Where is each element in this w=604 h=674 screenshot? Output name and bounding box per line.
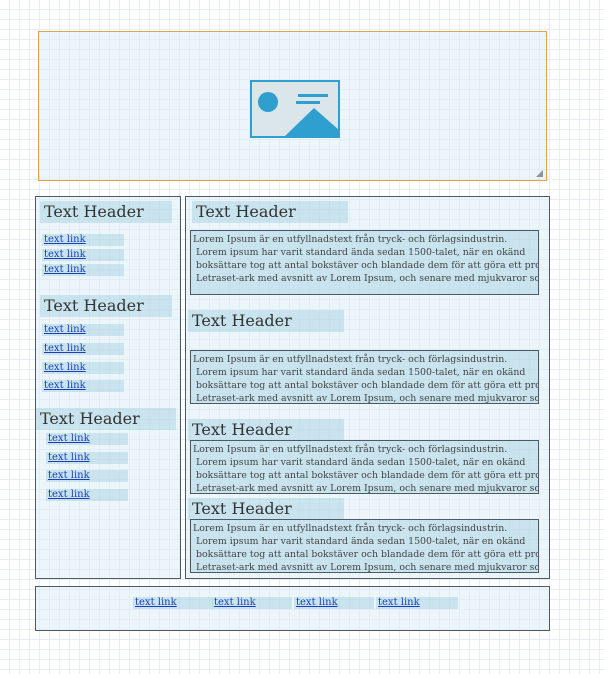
- sidebar-link[interactable]: text link: [42, 324, 124, 336]
- text-line: Letraset-ark med avsnitt av Lorem Ipsum,…: [196, 562, 538, 573]
- text-line: Letraset-ark med avsnitt av Lorem Ipsum,…: [196, 273, 538, 284]
- sidebar-link[interactable]: text link: [42, 362, 124, 374]
- text-line: Letraset-ark med avsnitt av Lorem Ipsum,…: [196, 483, 538, 494]
- text-line: Lorem ipsum har varit standard ända seda…: [196, 367, 526, 378]
- text-block: Lorem Ipsum är en utfyllnadstext från tr…: [190, 440, 539, 494]
- text-line: Lorem ipsum har varit standard ända seda…: [196, 247, 526, 258]
- main-content: Text Header Lorem Ipsum är en utfyllnads…: [185, 196, 550, 579]
- sidebar-link[interactable]: text link: [42, 264, 124, 276]
- image-placeholder-icon: [250, 80, 340, 138]
- text-block: Lorem Ipsum är en utfyllnadstext från tr…: [190, 230, 539, 295]
- text-line: boksättare tog att antal bokstäver och b…: [196, 260, 538, 271]
- footer-link[interactable]: text link: [133, 597, 213, 609]
- sidebar-link[interactable]: text link: [46, 433, 128, 445]
- section-header: Text Header: [188, 310, 344, 332]
- text-line: boksättare tog att antal bokstäver och b…: [196, 549, 538, 560]
- sidebar-link[interactable]: text link: [46, 470, 128, 482]
- sidebar: Text Header text link text link text lin…: [35, 196, 181, 579]
- section-header: Text Header: [188, 419, 344, 441]
- sidebar-link[interactable]: text link: [46, 489, 128, 501]
- sidebar-header: Text Header: [36, 408, 176, 430]
- text-line: boksättare tog att antal bokstäver och b…: [196, 380, 538, 391]
- text-line: Lorem Ipsum är en utfyllnadstext från tr…: [193, 444, 508, 455]
- resize-handle-icon[interactable]: [536, 170, 543, 177]
- text-line: Lorem Ipsum är en utfyllnadstext från tr…: [193, 234, 508, 245]
- sidebar-link[interactable]: text link: [42, 234, 124, 246]
- sidebar-link[interactable]: text link: [42, 249, 124, 261]
- text-block: Lorem Ipsum är en utfyllnadstext från tr…: [190, 350, 539, 404]
- footer-link[interactable]: text link: [212, 597, 292, 609]
- sidebar-link[interactable]: text link: [46, 452, 128, 464]
- section-header: Text Header: [188, 498, 344, 520]
- sidebar-header: Text Header: [40, 201, 172, 223]
- sidebar-link[interactable]: text link: [42, 343, 124, 355]
- text-block: Lorem Ipsum är en utfyllnadstext från tr…: [190, 519, 539, 573]
- text-line: Lorem Ipsum är en utfyllnadstext från tr…: [193, 354, 508, 365]
- text-line: Lorem Ipsum är en utfyllnadstext från tr…: [193, 523, 508, 534]
- text-line: Lorem ipsum har varit standard ända seda…: [196, 457, 526, 468]
- text-line: Letraset-ark med avsnitt av Lorem Ipsum,…: [196, 393, 538, 404]
- section-header: Text Header: [192, 201, 348, 223]
- text-line: boksättare tog att antal bokstäver och b…: [196, 470, 538, 481]
- sidebar-link[interactable]: text link: [42, 380, 124, 392]
- hero-image-placeholder: [38, 31, 547, 181]
- text-line: Lorem ipsum har varit standard ända seda…: [196, 536, 526, 547]
- footer-link[interactable]: text link: [376, 597, 458, 609]
- sidebar-header: Text Header: [40, 295, 172, 317]
- footer: text link text link text link text link: [35, 586, 550, 631]
- footer-link[interactable]: text link: [294, 597, 374, 609]
